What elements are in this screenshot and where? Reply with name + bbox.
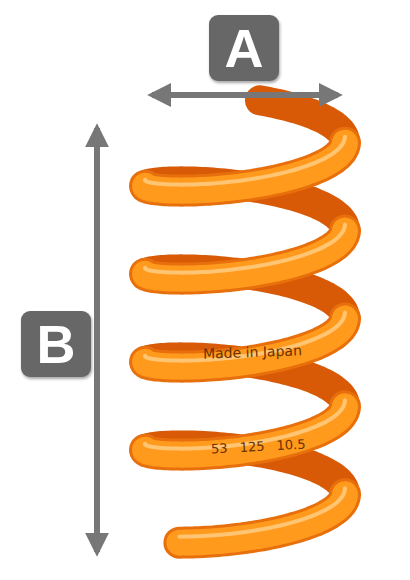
- coil-highlight: [179, 488, 345, 536]
- coil-highlight: [145, 225, 345, 273]
- coil-highlight: [145, 312, 345, 360]
- dimension-label-box: B: [21, 311, 91, 377]
- spring-marking: 53 125 10.5: [210, 437, 305, 455]
- dimension-letter: B: [37, 317, 76, 371]
- spring-marking: Made in Japan: [202, 343, 301, 360]
- dimension-label-box: A: [209, 15, 279, 81]
- height-arrow: [94, 128, 100, 552]
- width-arrow: [152, 92, 338, 98]
- coil-highlight: [145, 137, 345, 185]
- dimension-letter: A: [225, 21, 264, 75]
